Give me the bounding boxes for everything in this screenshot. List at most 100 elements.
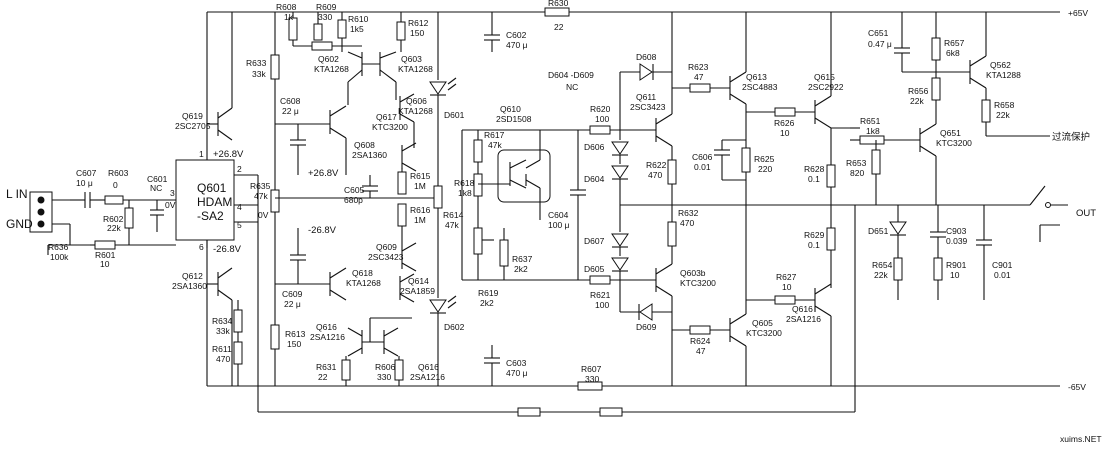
q608-type: 2SA1360	[352, 150, 387, 160]
vbe-multiplier	[461, 129, 586, 281]
q603b-type: 2SA1216	[310, 332, 345, 342]
c601-ref: C601	[147, 174, 168, 184]
r625-val: 220	[758, 164, 772, 174]
r628-ref: R628	[804, 164, 825, 174]
r630-resistor	[544, 7, 570, 17]
r601-ref: R601	[95, 250, 116, 260]
q620-type: 2SA1360	[172, 281, 207, 291]
r635-ref: R635	[250, 181, 271, 191]
r634-ref: R613	[285, 329, 306, 339]
q618-type: KTA1268	[346, 278, 381, 288]
q603b-ref: Q616	[316, 322, 337, 332]
r627-val: 10	[782, 282, 792, 292]
q616-type: 2SA1216	[786, 314, 821, 324]
q608-ref: Q608	[354, 140, 375, 150]
r631-ref: R607	[581, 364, 602, 374]
c602-ref: C602	[506, 30, 527, 40]
r627-ref: R627	[776, 272, 797, 282]
r630-val: 22	[554, 22, 564, 32]
r617-val: 47k	[488, 140, 502, 150]
c603-ref: C603	[506, 358, 527, 368]
r624-ref: R624	[690, 336, 711, 346]
module-pin1: 1	[199, 149, 204, 159]
hdam-module	[175, 159, 258, 248]
d608-ref: D608	[636, 52, 657, 62]
overcurrent-sense	[894, 12, 1050, 137]
r616-val: 1M	[414, 215, 426, 225]
module-pin3: 3	[170, 188, 175, 198]
r633-val: 33k	[252, 69, 266, 79]
module-ref: Q601	[197, 181, 227, 195]
r620-ref: R620	[590, 104, 611, 114]
r619-ref: R619	[478, 288, 499, 298]
r636-val: 100k	[50, 252, 69, 262]
r619-val: 2k2	[480, 298, 494, 308]
input-label: L IN	[6, 187, 28, 201]
r610-val: 1k5	[350, 24, 364, 34]
q562-ref: Q562	[990, 60, 1011, 70]
r602-ref: R602	[103, 214, 124, 224]
r656-val: 22k	[910, 96, 924, 106]
q602-ref: Q602	[318, 54, 339, 64]
r901-ref: R901	[946, 260, 967, 270]
q620-ref: Q612	[182, 271, 203, 281]
q610-type: 2SD1508	[496, 114, 532, 124]
c604-val: 100 μ	[548, 220, 570, 230]
c609-ref: C609	[282, 289, 303, 299]
r633-ref: R633	[246, 58, 267, 68]
r631-resistor	[577, 381, 603, 391]
d601-ref: D601	[444, 110, 465, 120]
r658-ref: R658	[994, 100, 1015, 110]
c602-val: 470 μ	[506, 40, 528, 50]
r622-val: 470	[648, 170, 662, 180]
q620-transistor	[207, 267, 233, 386]
q611-type: 2SC3423	[630, 102, 666, 112]
q602-type: KTA1268	[314, 64, 349, 74]
c608-capacitor	[275, 123, 330, 175]
q611-transistor	[620, 12, 677, 205]
r613-val: 330	[377, 372, 391, 382]
q614-ref: Q605	[752, 318, 773, 328]
d602-led	[429, 240, 457, 386]
r601-val: 10	[100, 259, 110, 269]
r654-val: 22k	[874, 270, 888, 280]
r623-ref: R623	[688, 62, 709, 72]
node-vneg: -26.8V	[308, 225, 337, 236]
r636-ref: R636	[48, 242, 69, 252]
r634-val: 150	[287, 339, 301, 349]
c609-capacitor	[275, 228, 330, 285]
q612-transistor	[620, 205, 677, 386]
r617-ref: R617	[484, 130, 505, 140]
d601-led	[429, 12, 457, 140]
r608-val: 1k	[284, 12, 294, 22]
q605-type: 2SA1216	[410, 372, 445, 382]
module-v0b: 0V	[258, 210, 269, 220]
r901-val: 10	[950, 270, 960, 280]
q651-type: KTC3200	[936, 138, 972, 148]
q602-q603-pair	[347, 51, 397, 105]
r621-ref: R621	[590, 290, 611, 300]
q611-ref: Q611	[636, 92, 656, 102]
rail-negative-label: -65V	[1068, 382, 1086, 392]
supply-rails	[206, 11, 1060, 413]
r623-r624	[672, 83, 730, 335]
r658-val: 22k	[996, 110, 1010, 120]
r602-val: 22k	[107, 223, 121, 233]
rail-positive-label: +65V	[1068, 8, 1088, 18]
r653-val: 820	[850, 168, 864, 178]
input-connector	[29, 191, 90, 246]
protection-circuit	[850, 100, 937, 412]
r615-ref: R615	[410, 171, 431, 181]
r612-ref: R612	[408, 18, 429, 28]
c605-val: 680p	[344, 195, 363, 205]
c607-ref: C607	[76, 168, 97, 178]
bottom-current-mirror	[341, 317, 412, 386]
c604-ref: C604	[548, 210, 569, 220]
module-pin2: 2	[237, 164, 242, 174]
r605-r604	[233, 300, 243, 386]
r654-ref: R654	[872, 260, 893, 270]
c609-val: 22 μ	[284, 299, 301, 309]
diode-group-nc: NC	[566, 82, 578, 92]
q607-transistor	[399, 273, 415, 303]
r623-val: 47	[694, 72, 704, 82]
